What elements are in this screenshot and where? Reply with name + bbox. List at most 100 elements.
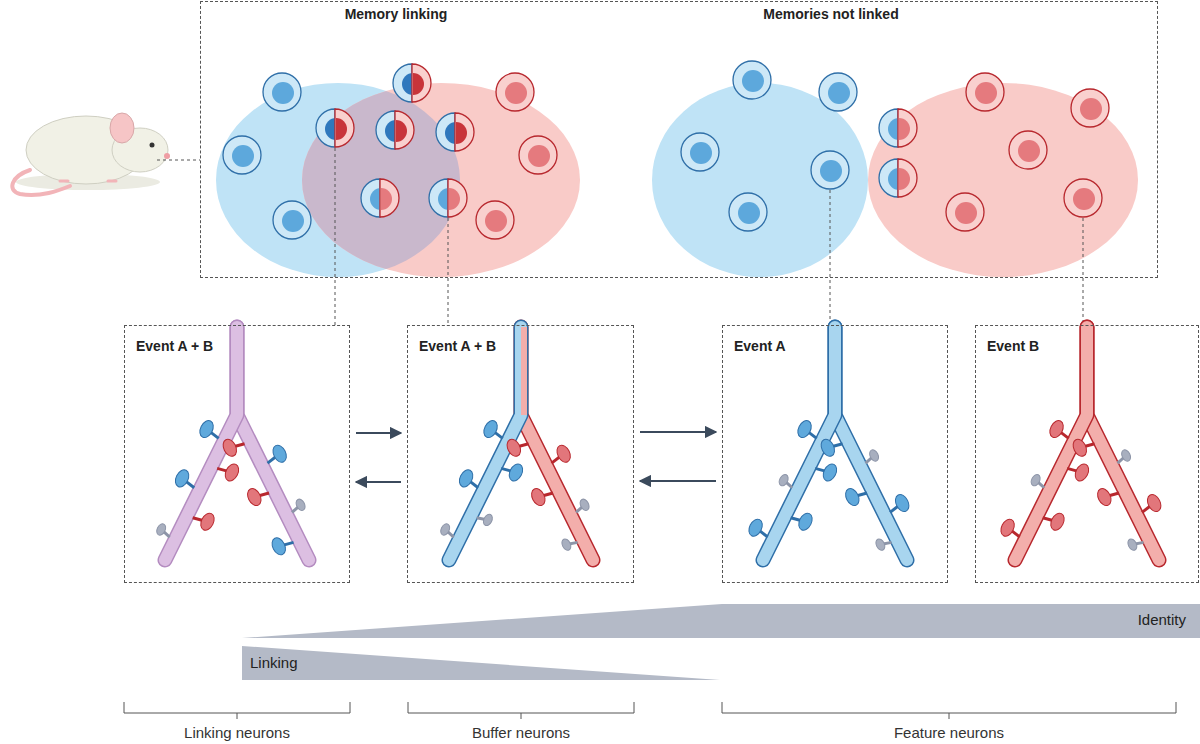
cell-body (223, 136, 261, 174)
mouse-eye (150, 143, 155, 148)
cell-nucleus (1018, 140, 1040, 162)
panel-heading: Event B (987, 338, 1039, 355)
group-label: Buffer neurons (472, 724, 570, 742)
neuron-cell (1009, 131, 1047, 169)
cell-body (412, 64, 431, 102)
neuron-cell (223, 136, 261, 174)
spine-head (270, 443, 289, 464)
neuron-cell (393, 64, 431, 102)
cell-nucleus (742, 70, 764, 92)
cell-body (448, 179, 467, 217)
spine-head (560, 537, 573, 551)
cell-body (376, 111, 395, 149)
neuron-cell (966, 73, 1004, 111)
dendrite-outline (835, 327, 907, 560)
panel-box: Event A + B (407, 325, 634, 583)
cell-body (898, 159, 917, 197)
spine-head (893, 492, 912, 513)
cell-body (263, 73, 301, 111)
spine-head (1126, 537, 1139, 551)
spine-head (777, 473, 790, 487)
gradient-band: Identity (242, 604, 1200, 638)
cell-body (335, 109, 354, 147)
cell-nucleus (955, 202, 977, 224)
leader-line (1083, 218, 1084, 325)
spine-head (1048, 511, 1067, 532)
red-set (302, 83, 580, 277)
leader-line (830, 190, 831, 325)
cell-body (496, 73, 534, 111)
cell-nucleus (232, 145, 254, 167)
cell-body (273, 201, 311, 239)
cell-body (966, 73, 1004, 111)
dendrite-figure (439, 327, 593, 560)
spine-head (1120, 448, 1133, 462)
spine-head (868, 448, 881, 462)
cell-nucleus (899, 118, 910, 140)
spine-head (504, 437, 523, 458)
neuron-cell (273, 201, 311, 239)
band-shape (242, 604, 1200, 638)
cell-body (316, 109, 335, 147)
panel-box: Memory linkingMemories not linked (200, 1, 1158, 278)
spine-head (223, 462, 242, 483)
dendrite-outline (237, 327, 309, 560)
spine-head (173, 468, 192, 489)
neuron-cell (519, 136, 557, 174)
panel-heading: Memory linking (345, 6, 448, 23)
cell-nucleus (336, 118, 347, 140)
group-label: Linking neurons (184, 724, 290, 742)
spine-head (796, 511, 815, 532)
dendrite-fill (521, 327, 593, 560)
cell-body (729, 193, 767, 231)
cell-nucleus (505, 82, 527, 104)
dendrite-fill (237, 327, 309, 560)
panel-heading: Event A + B (136, 338, 213, 355)
dendrite-half (515, 327, 521, 415)
panel-heading: Event A (734, 338, 786, 355)
neuron-cell (879, 109, 917, 147)
bracket (124, 702, 350, 719)
band-shape (242, 646, 722, 680)
neuron-cell (496, 73, 534, 111)
cell-nucleus (690, 142, 712, 164)
spine-head (294, 498, 307, 512)
neuron-cell (316, 109, 354, 147)
cell-nucleus (738, 202, 760, 224)
neuron-cell (946, 193, 984, 231)
spine-head (155, 522, 168, 536)
dendrite-figure (746, 327, 911, 560)
transition-arrow (356, 432, 401, 434)
cell-nucleus (272, 82, 294, 104)
panel-box: Event B (975, 325, 1199, 583)
spine-head (1029, 473, 1042, 487)
band-polygon (242, 604, 1200, 638)
cell-nucleus (456, 122, 467, 144)
mouse-feet (60, 180, 116, 183)
spine-head (821, 462, 840, 483)
bracket (722, 702, 1176, 719)
transition-arrow (356, 481, 401, 483)
cell-body (393, 64, 412, 102)
cell-body (898, 109, 917, 147)
cell-body (476, 201, 514, 239)
spine-head (220, 437, 239, 458)
spine-head (795, 418, 814, 439)
transition-arrow (640, 480, 716, 482)
panel-heading: Event A + B (419, 338, 496, 355)
neuron-cell (436, 113, 474, 151)
overlap-region (868, 83, 1138, 277)
cell-body (395, 111, 414, 149)
dendrite-half (521, 327, 527, 415)
cell-body (519, 136, 557, 174)
cell-body (1009, 131, 1047, 169)
cell-nucleus (449, 188, 460, 210)
neuron-cell (879, 159, 917, 197)
cell-body (361, 179, 380, 217)
cell-body (1064, 179, 1102, 217)
cell-body (1071, 89, 1109, 127)
cell-nucleus (485, 210, 507, 232)
